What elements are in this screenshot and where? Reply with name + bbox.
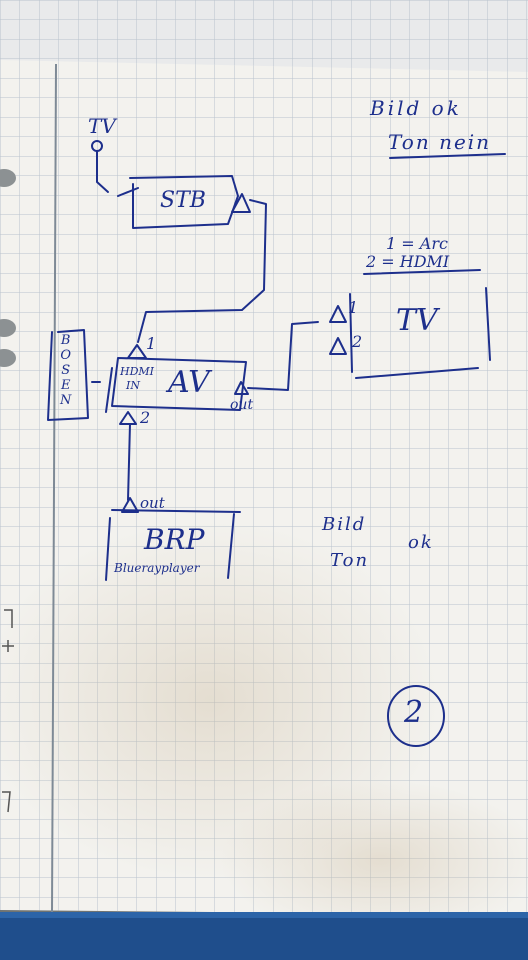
av-input1-icon: [127, 344, 147, 359]
tv-port1-label: 1: [348, 298, 359, 317]
stb-port-icon: [231, 193, 251, 213]
bose-letter: B: [60, 333, 71, 348]
av-label: AV: [168, 365, 210, 400]
tv-box: [349, 293, 353, 373]
page-number-circle: [387, 685, 445, 747]
bose-letter: N: [60, 393, 72, 408]
punch-hole: [0, 349, 16, 367]
bose-label: B O S E N: [60, 334, 71, 407]
tv-antenna-label: TV: [88, 114, 116, 138]
brp-out-label: out: [140, 494, 165, 512]
stb-label: STB: [160, 188, 206, 213]
binder-edge: [0, 912, 528, 960]
tv-port2-icon: [329, 337, 347, 355]
av-input2-icon: [119, 411, 137, 425]
note-top-line2: Ton nein: [388, 130, 492, 154]
av-in-port2-label: 2: [140, 408, 151, 427]
av-in-port1-label: 1: [146, 334, 157, 353]
note-top-line1: Bild ok: [370, 96, 462, 120]
brp-sublabel: Bluerayplayer: [114, 561, 200, 575]
note-middle-line2: Ton: [330, 550, 370, 571]
brp-label: BRP: [144, 523, 205, 556]
note-middle-line1: Bild: [322, 514, 367, 535]
punch-hole: [0, 169, 16, 187]
brp-output-icon: [121, 497, 139, 513]
brp-box: [105, 517, 111, 581]
av-output-icon: [234, 381, 249, 395]
bose-box: [47, 329, 89, 421]
margin-line: [51, 63, 57, 913]
av-box: [111, 357, 247, 411]
note-middle-status: ok: [408, 532, 434, 553]
bose-letter: E: [60, 378, 71, 393]
tv-label: TV: [396, 303, 438, 338]
punch-hole: [0, 319, 16, 337]
page-number: 2: [404, 695, 424, 730]
legend-line2: 2 = HDMI: [366, 252, 450, 271]
av-hdmi-label: HDMI: [120, 365, 155, 378]
av-out-label: out: [230, 397, 254, 413]
legend-line1: 1 = Arc: [386, 234, 448, 253]
bose-letter: O: [60, 348, 72, 363]
tv-port1-icon: [329, 305, 347, 323]
tv-port2-label: 2: [352, 332, 363, 351]
bose-letter: S: [61, 363, 71, 378]
av-in-label: IN: [126, 379, 140, 392]
